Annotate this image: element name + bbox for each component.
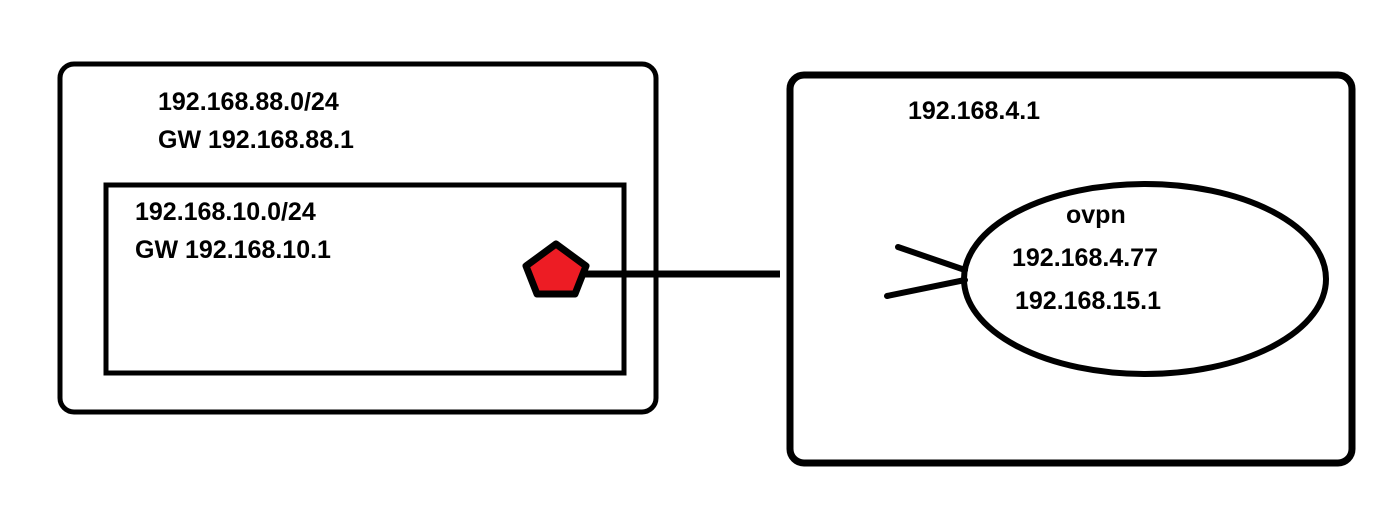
- vpn-address-1-label: 192.168.4.77: [1012, 244, 1158, 272]
- vpn-name-label: ovpn: [1066, 201, 1126, 229]
- inner-network-subnet-label: 192.168.10.0/24: [135, 198, 316, 226]
- outer-network-subnet-label: 192.168.88.0/24: [158, 88, 339, 116]
- pentagon-icon: [522, 240, 590, 298]
- inner-network-gateway-label: GW 192.168.10.1: [135, 236, 331, 264]
- arrow-stroke-upper: [895, 244, 968, 273]
- remote-host-address-label: 192.168.4.1: [908, 97, 1040, 125]
- outer-network-gateway-label: GW 192.168.88.1: [158, 126, 354, 154]
- outer-network-box: [57, 61, 659, 415]
- vpn-ellipse: [961, 181, 1329, 377]
- remote-host-box: [786, 71, 1356, 467]
- arrow-stroke-lower: [884, 277, 968, 299]
- vpn-address-2-label: 192.168.15.1: [1015, 287, 1161, 315]
- inner-network-box: [103, 182, 627, 376]
